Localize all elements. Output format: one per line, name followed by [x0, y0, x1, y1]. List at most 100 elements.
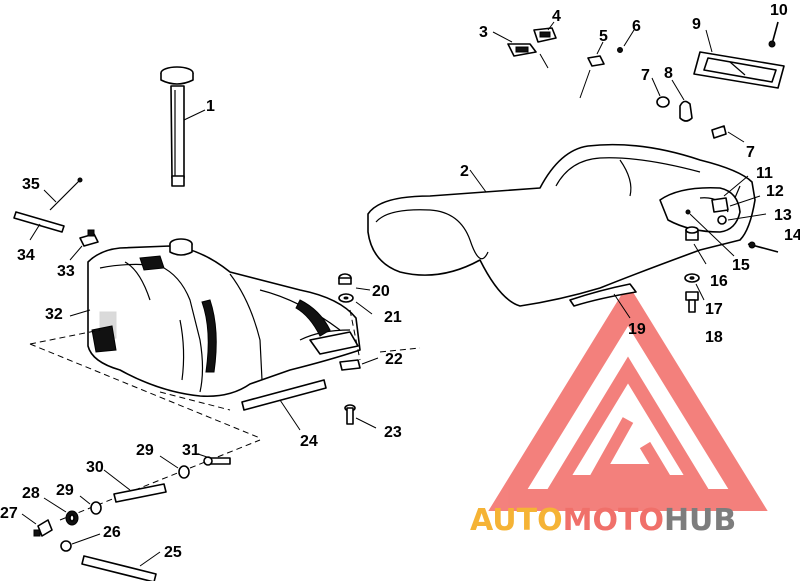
callout-19: 19: [628, 321, 646, 338]
watermark-logo-icon: [488, 284, 768, 511]
guide-line-a: [29, 329, 101, 345]
guide-line-f: [349, 309, 361, 361]
part-20-nut: [338, 273, 352, 285]
watermark-auto: AUTOMOTOHUB: [470, 503, 736, 538]
part-25-tube: [81, 555, 157, 581]
callout-3: 3: [479, 24, 488, 41]
leader-34: [29, 223, 41, 241]
leader-20: [355, 287, 371, 291]
part-8-bulb: [679, 100, 693, 122]
part-5-plate: [587, 55, 605, 67]
callout-5: 5: [599, 28, 608, 45]
part-29-bushing-a: [178, 465, 190, 479]
leader-35: [43, 189, 57, 203]
leader-13: [727, 213, 767, 221]
part-4-clip: [533, 27, 557, 43]
callout-7-a: 7: [641, 67, 650, 84]
part-13-nut: [717, 215, 727, 225]
callout-35: 35: [22, 176, 40, 193]
part-23-bolt: [344, 404, 356, 425]
part-3-clip: [507, 43, 537, 57]
callout-29-a: 29: [136, 442, 154, 459]
part-26-ring: [60, 540, 72, 552]
callout-13: 13: [774, 207, 792, 224]
leader-27: [21, 513, 37, 525]
leader-28: [43, 497, 67, 513]
leader-4: [547, 21, 555, 31]
callout-4: 4: [552, 8, 561, 25]
watermark-auto-part: AUTO: [470, 503, 563, 538]
part-31-pin: [203, 456, 231, 466]
leader-1: [183, 109, 206, 121]
callout-27: 27: [0, 505, 18, 522]
leader-16: [693, 243, 707, 265]
part-29-bushing-b: [90, 501, 102, 515]
callout-8: 8: [664, 65, 673, 82]
callout-21: 21: [384, 309, 402, 326]
leader-12: [729, 195, 761, 207]
part-7-bulb-b: [711, 125, 727, 139]
leader-22: [361, 357, 379, 365]
part-27-fitting: [33, 519, 53, 537]
leader-4b: [539, 53, 549, 69]
leader-15: [689, 213, 735, 257]
watermark-hub-part: HUB: [664, 503, 736, 538]
part-34-tube: [13, 211, 65, 233]
callout-1: 1: [206, 98, 215, 115]
leader-29a: [159, 455, 179, 469]
callout-25: 25: [164, 544, 182, 561]
callout-labels: 1 2 3 4 5 6 7 8 7 9 10 11 12 13 14 15 16…: [0, 2, 800, 561]
leader-6: [623, 29, 635, 47]
leader-31: [197, 453, 211, 459]
part-35-clip: [49, 177, 83, 211]
part-6-screw: [617, 47, 623, 53]
leader-26: [71, 533, 101, 545]
callout-2: 2: [460, 163, 469, 180]
callout-17: 17: [705, 301, 723, 318]
callout-16: 16: [710, 273, 728, 290]
callout-9: 9: [692, 16, 701, 33]
callout-29-b: 29: [56, 482, 74, 499]
callout-15: 15: [732, 257, 750, 274]
callout-6: 6: [632, 18, 641, 35]
part-24-strap: [241, 379, 327, 411]
leader-21: [355, 301, 373, 315]
callout-11: 11: [756, 165, 773, 182]
fuel-tank-assembly: [87, 238, 361, 398]
part-1-fuel-gauge-tube: [160, 66, 194, 187]
leader-33: [69, 245, 83, 261]
leader-5: [596, 41, 604, 55]
leader-19: [613, 293, 631, 319]
callout-24: 24: [300, 433, 318, 450]
callout-7-b: 7: [746, 144, 755, 161]
callout-31: 31: [182, 442, 200, 459]
part-16-grommet: [685, 226, 699, 241]
part-9-taillight-lens: [693, 51, 785, 89]
leader-30: [103, 469, 131, 491]
leader-29b: [79, 495, 91, 505]
callout-28: 28: [22, 485, 40, 502]
leader-25: [139, 551, 161, 567]
part-14-bolt: [747, 241, 779, 253]
watermark-moto-part: MOTO: [563, 503, 664, 538]
part-18-bolt: [685, 291, 699, 313]
part-10-screw: [768, 21, 779, 48]
guide-line-b: [29, 343, 261, 439]
part-2-seat: [367, 143, 756, 307]
callout-14: 14: [784, 227, 800, 244]
callout-23: 23: [384, 424, 402, 441]
callout-10: 10: [770, 2, 788, 19]
guide-line-e: [379, 347, 421, 353]
part-12-plate: [711, 197, 729, 213]
callout-34: 34: [17, 247, 35, 264]
leader-17: [695, 283, 705, 301]
callout-12: 12: [766, 183, 784, 200]
leader-9: [705, 29, 713, 53]
guide-line-d: [59, 439, 261, 521]
leader-7a: [651, 77, 661, 97]
callout-32: 32: [45, 306, 63, 323]
part-17-washer: [684, 273, 700, 283]
part-21-washer: [338, 293, 354, 303]
leader-7b: [727, 131, 745, 143]
